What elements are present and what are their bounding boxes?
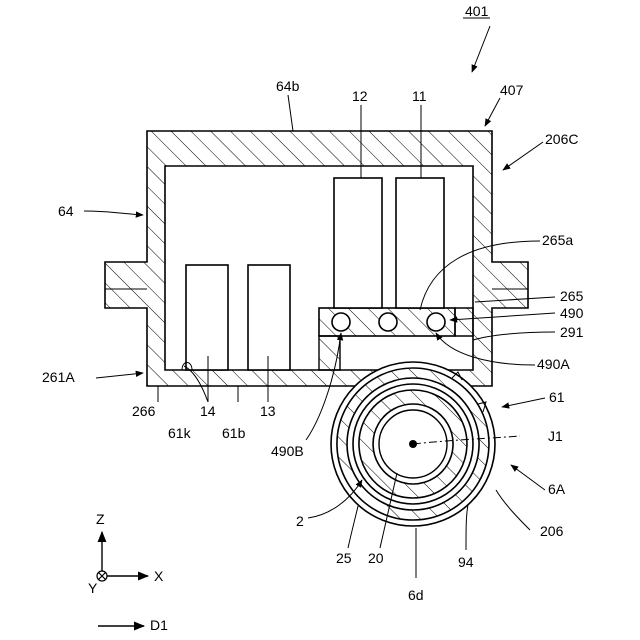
label-407: 407 (500, 82, 524, 98)
label-20: 20 (368, 550, 384, 566)
component-12 (334, 178, 382, 308)
label-206: 206 (540, 523, 564, 539)
component-14 (186, 265, 228, 370)
label-12: 12 (352, 88, 368, 104)
label-25: 25 (336, 550, 352, 566)
housing-64 (105, 131, 528, 386)
axes-indicator: Z X Y D1 (88, 511, 168, 633)
label-490B: 490B (271, 443, 304, 459)
component-11 (396, 178, 444, 308)
axis-z-label: Z (96, 511, 105, 527)
direction-d1-label: D1 (150, 617, 168, 633)
label-61: 61 (549, 389, 565, 405)
label-13: 13 (260, 403, 276, 419)
label-6d: 6d (408, 587, 424, 603)
label-2: 2 (296, 513, 304, 529)
label-291: 291 (560, 324, 584, 340)
label-61k: 61k (168, 425, 192, 441)
support-plate-265 (319, 308, 473, 370)
ball-490a (427, 313, 445, 331)
label-266: 266 (132, 403, 156, 419)
label-206C: 206C (545, 131, 578, 147)
label-401: 401 (465, 3, 489, 19)
label-490: 490 (560, 305, 584, 321)
label-64b: 64b (276, 78, 300, 94)
label-94: 94 (458, 554, 474, 570)
components (182, 178, 444, 370)
label-265: 265 (560, 288, 584, 304)
label-261A: 261A (42, 369, 75, 385)
label-6A: 6A (548, 481, 566, 497)
label-64: 64 (58, 203, 74, 219)
label-14: 14 (200, 403, 216, 419)
axis-y-label: Y (88, 580, 98, 596)
label-490A: 490A (537, 356, 570, 372)
axis-x-label: X (154, 568, 164, 584)
ball-490b (332, 313, 350, 331)
label-11: 11 (412, 88, 427, 104)
label-J1: J1 (548, 428, 563, 444)
label-265a: 265a (542, 232, 573, 248)
component-13 (248, 265, 290, 370)
label-61b: 61b (222, 425, 246, 441)
ball-center (379, 313, 397, 331)
